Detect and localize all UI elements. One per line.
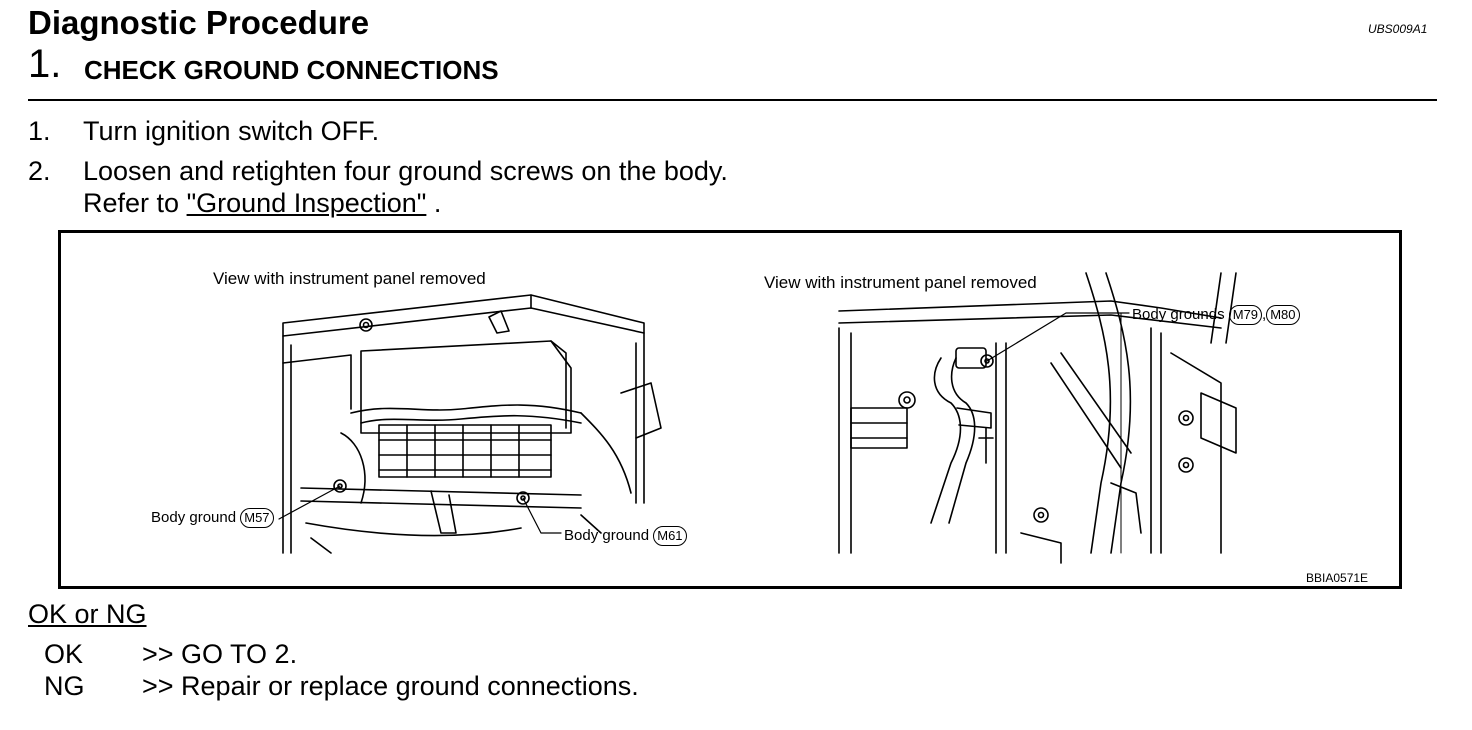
body-ground-text: Body ground bbox=[151, 509, 237, 526]
refer-line: Refer to "Ground Inspection" . bbox=[83, 188, 441, 219]
ground-inspection-link[interactable]: "Ground Inspection" bbox=[186, 188, 427, 218]
badge-separator: , bbox=[1262, 306, 1267, 323]
step-title: CHECK GROUND CONNECTIONS bbox=[84, 55, 499, 85]
right-caption: View with instrument panel removed bbox=[764, 273, 1037, 292]
step-2-text: Loosen and retighten four ground screws … bbox=[83, 156, 728, 186]
step-1-number: 1. bbox=[28, 116, 51, 146]
figure-code: BBIA0571E bbox=[1306, 571, 1369, 585]
connector-badge-m80: M80 bbox=[1266, 305, 1300, 325]
refer-prefix: Refer to bbox=[83, 188, 180, 218]
step-1-text: Turn ignition switch OFF. bbox=[83, 116, 380, 146]
ground-location-figure: View with instrument panel removed View … bbox=[58, 230, 1402, 589]
body-grounds-text: Body grounds bbox=[1132, 306, 1225, 323]
left-illustration bbox=[278, 294, 662, 554]
result-ng-key: NG bbox=[44, 671, 85, 701]
result-ng-text: >> Repair or replace ground connections. bbox=[142, 671, 639, 701]
right-illustration bbox=[838, 272, 1237, 564]
label-m79-m80: Body grounds M79,M80 bbox=[1132, 305, 1300, 325]
step-2-number: 2. bbox=[28, 156, 51, 186]
connector-badge-m79: M79 bbox=[1228, 305, 1263, 325]
body-ground-text: Body ground bbox=[564, 527, 650, 544]
document-code: UBS009A1 bbox=[1368, 22, 1428, 36]
ok-or-ng-heading: OK or NG bbox=[28, 599, 147, 629]
figure-illustration bbox=[278, 272, 1237, 564]
result-ok-key: OK bbox=[44, 639, 84, 669]
refer-suffix: . bbox=[433, 188, 442, 218]
step-number: 1. bbox=[28, 42, 62, 86]
result-ok-text[interactable]: >> GO TO 2. bbox=[142, 639, 298, 669]
label-m61: Body ground M61 bbox=[564, 526, 687, 546]
connector-badge-m61: M61 bbox=[653, 526, 687, 546]
header-divider bbox=[28, 99, 1437, 101]
left-caption: View with instrument panel removed bbox=[213, 269, 486, 288]
label-m57: Body ground M57 bbox=[151, 508, 274, 528]
connector-badge-m57: M57 bbox=[240, 508, 274, 528]
page-title: Diagnostic Procedure bbox=[28, 4, 370, 41]
